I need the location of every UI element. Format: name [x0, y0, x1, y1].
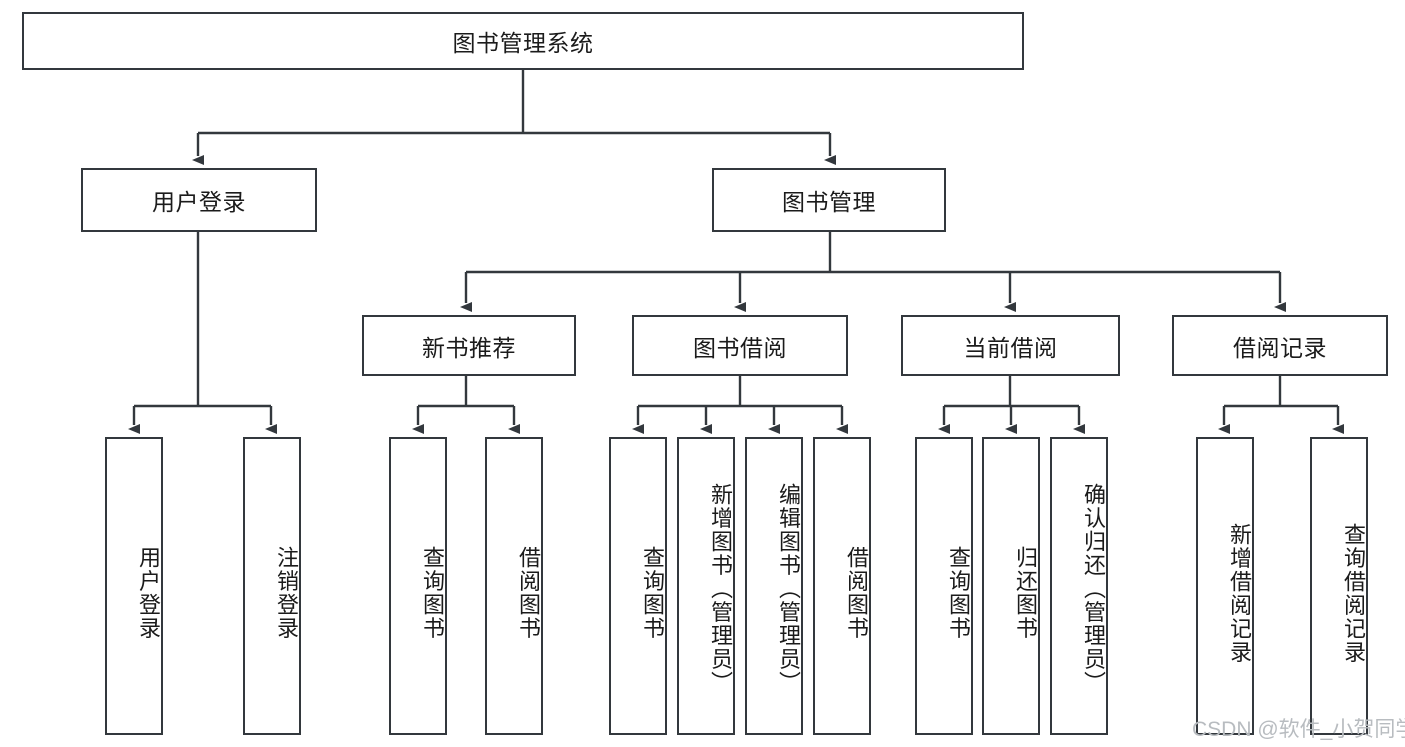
node-label: 新增借阅记录: [1227, 522, 1252, 664]
leaf-current-borrow-return[interactable]: 归还图书: [982, 437, 1040, 735]
node-new-book-recommend[interactable]: 新书推荐: [362, 315, 576, 376]
node-label: 查询图书: [420, 546, 445, 640]
watermark: CSDN @软件_小贺同学: [1192, 718, 1405, 741]
leaf-new-book-borrow[interactable]: 借阅图书: [485, 437, 543, 735]
leaf-user-login-logout[interactable]: 注销登录: [243, 437, 301, 735]
node-label: 新增图书（管理员）: [708, 483, 733, 695]
node-label: 归还图书: [1013, 546, 1038, 640]
node-label: 用户登录: [136, 546, 161, 640]
node-label: 图书借阅: [693, 334, 787, 361]
node-label: 新书推荐: [422, 334, 516, 361]
node-label: 图书管理系统: [452, 30, 594, 56]
leaf-borrow-record-add[interactable]: 新增借阅记录: [1196, 437, 1254, 735]
node-label: 用户登录: [152, 189, 246, 215]
node-label: 查询借阅记录: [1341, 522, 1366, 664]
leaf-book-borrow-edit[interactable]: 编辑图书（管理员）: [745, 437, 803, 735]
node-label: 当前借阅: [963, 334, 1058, 361]
node-current-borrow[interactable]: 当前借阅: [901, 315, 1120, 376]
node-label: 编辑图书（管理员）: [776, 483, 801, 695]
node-root-system[interactable]: 图书管理系统: [22, 12, 1024, 70]
node-borrow-record[interactable]: 借阅记录: [1172, 315, 1388, 376]
node-book-borrow[interactable]: 图书借阅: [632, 315, 848, 376]
leaf-book-borrow-borrow[interactable]: 借阅图书: [813, 437, 871, 735]
node-label: 注销登录: [274, 546, 299, 640]
node-label: 借阅图书: [844, 546, 869, 640]
node-label: 图书管理: [782, 189, 876, 215]
leaf-current-borrow-confirm-return[interactable]: 确认归还（管理员）: [1050, 437, 1108, 735]
leaf-book-borrow-query[interactable]: 查询图书: [609, 437, 667, 735]
leaf-book-borrow-add[interactable]: 新增图书（管理员）: [677, 437, 735, 735]
node-label: 借阅图书: [516, 546, 541, 640]
node-label: 查询图书: [946, 546, 971, 640]
leaf-new-book-query[interactable]: 查询图书: [389, 437, 447, 735]
node-book-management[interactable]: 图书管理: [712, 168, 946, 232]
node-label: 借阅记录: [1233, 334, 1327, 361]
node-label: 确认归还（管理员）: [1081, 483, 1106, 695]
node-user-login[interactable]: 用户登录: [81, 168, 317, 232]
leaf-user-login-login[interactable]: 用户登录: [105, 437, 163, 735]
node-label: 查询图书: [640, 546, 665, 640]
leaf-borrow-record-query[interactable]: 查询借阅记录: [1310, 437, 1368, 735]
leaf-current-borrow-query[interactable]: 查询图书: [915, 437, 973, 735]
